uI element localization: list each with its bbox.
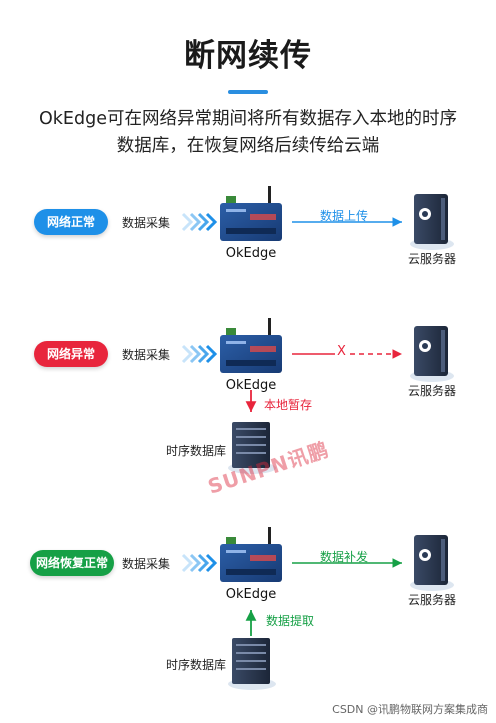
upload-label: 数据上传 [320,209,369,223]
db-label-row-3: 时序数据库 [166,658,227,672]
status-badge-abnormal: 网络异常 [34,341,108,367]
okedge-device-row-1 [220,186,282,241]
page-title: 断网续传 [184,38,312,74]
okedge-device-row-3 [220,527,282,582]
title-underline [228,90,268,94]
store-label: 本地暂存 [264,398,313,412]
cloud-label-row-3: 云服务器 [407,593,456,607]
status-badge-restored: 网络恢复正常 [30,550,114,576]
collect-label-row-2: 数据采集 [122,348,171,362]
footer-credit: CSDN @讯鹏物联网方案集成商 [332,703,488,716]
device-label-row-3: OkEdge [225,587,277,602]
collect-label-row-1: 数据采集 [122,216,171,230]
device-label-row-2: OkEdge [225,378,277,393]
cloud-server-row-3 [410,535,454,591]
cloud-label-row-1: 云服务器 [407,252,456,266]
page-subtitle: OkEdge可在网络异常期间将所有数据存入本地的时序 数据库，在恢复网络后续传给… [20,106,476,160]
collect-label-row-3: 数据采集 [122,557,171,571]
fail-mark: X [337,344,346,359]
timeseries-db-row-3 [228,638,276,690]
chevrons-row-3 [181,553,218,573]
cloud-server-row-2 [410,326,454,382]
cloud-label-row-2: 云服务器 [407,384,456,398]
status-badge-normal: 网络正常 [34,209,108,235]
chevrons-row-1 [181,212,218,232]
chevrons-row-2 [181,344,218,364]
cloud-server-row-1 [410,194,454,250]
device-label-row-1: OkEdge [225,246,277,261]
okedge-device-row-2 [220,318,282,373]
resend-label: 数据补发 [320,550,369,564]
subtitle-line-1: OkEdge可在网络异常期间将所有数据存入本地的时序 [39,109,457,129]
timeseries-db-row-2 [228,422,276,474]
fetch-label: 数据提取 [266,614,315,628]
db-label-row-2: 时序数据库 [166,444,227,458]
subtitle-line-2: 数据库，在恢复网络后续传给云端 [116,136,380,156]
